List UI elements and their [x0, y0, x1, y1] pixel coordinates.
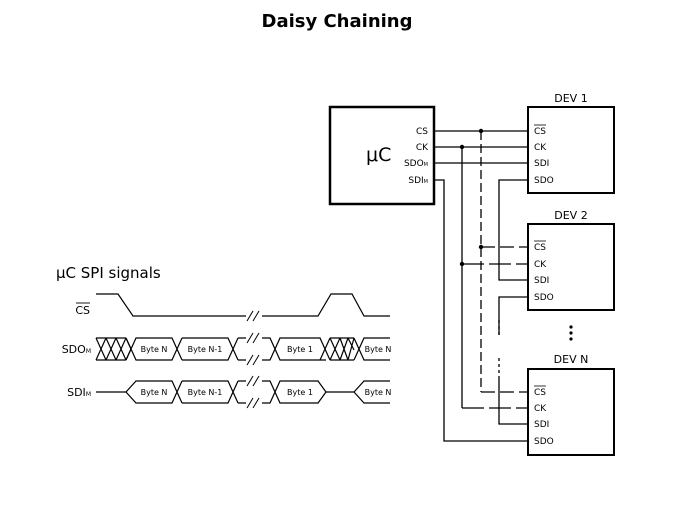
device-n-pin-ck: CK: [534, 404, 547, 414]
sdi-byte-label: Byte 1: [287, 388, 313, 397]
cs-waveform: [96, 293, 246, 317]
sdo-byte-label: Byte N-1: [188, 345, 223, 354]
sdo-byte-label: Byte N: [365, 345, 392, 354]
timing-label-cs: CS: [75, 304, 90, 317]
sdi-waveform: [96, 380, 390, 404]
junction-dot: [478, 244, 484, 250]
device-n-pin-sdo: SDO: [534, 437, 554, 447]
ellipsis-dot: [569, 337, 573, 341]
device-n-title: DEV N: [554, 353, 589, 366]
sdo-byte-label: Byte N: [141, 345, 168, 354]
wire-chain-to-n: [498, 376, 528, 425]
device-2-pin-sdo: SDO: [534, 293, 554, 303]
controller-pin-ck: CK: [416, 143, 429, 153]
wire-sdi-m-return: [434, 179, 528, 442]
controller-box: [328, 105, 436, 206]
controller-label: μC: [366, 144, 391, 166]
controller-pin-sdi: SDIM: [408, 176, 428, 186]
ellipsis-dot: [569, 325, 573, 329]
device-n-pin-sdi: SDI: [534, 420, 549, 430]
device-box-2: [527, 223, 615, 311]
sdi-byte-label: Byte N: [365, 388, 392, 397]
device-1-pin-ck: CK: [534, 143, 547, 153]
device-1-pin-sdo: SDO: [534, 176, 554, 186]
device-n-pin-cs: CS: [534, 388, 546, 398]
sdo-waveform: [95, 337, 390, 361]
device-1-pin-cs: CS: [534, 127, 546, 137]
device-2-pin-cs: CS: [534, 243, 546, 253]
device-box-n: [527, 368, 615, 456]
device-2-pin-ck: CK: [534, 260, 547, 270]
device-box-1: [527, 106, 615, 194]
sdi-byte-label: Byte N-1: [188, 388, 223, 397]
sdo-byte-label: Byte 1: [287, 345, 313, 354]
timing-heading: μC SPI signals: [56, 264, 161, 282]
junction-dot: [459, 261, 465, 267]
device-2-title: DEV 2: [554, 209, 587, 222]
timing-label-sdi: SDIM: [67, 386, 91, 399]
controller-pin-sdo: SDOM: [404, 159, 428, 169]
ellipsis-dot: [569, 331, 573, 335]
wire-chain-1-2: [498, 179, 528, 281]
device-1-pin-sdi: SDI: [534, 159, 549, 169]
controller-pin-cs: CS: [416, 127, 428, 137]
junction-dot: [459, 144, 465, 150]
page-title: Daisy Chaining: [261, 11, 413, 32]
device-2-pin-sdi: SDI: [534, 276, 549, 286]
timing-label-sdo: SDOM: [62, 343, 91, 356]
sdi-byte-label: Byte N: [141, 388, 168, 397]
device-1-title: DEV 1: [554, 92, 587, 105]
junction-dot: [478, 128, 484, 134]
